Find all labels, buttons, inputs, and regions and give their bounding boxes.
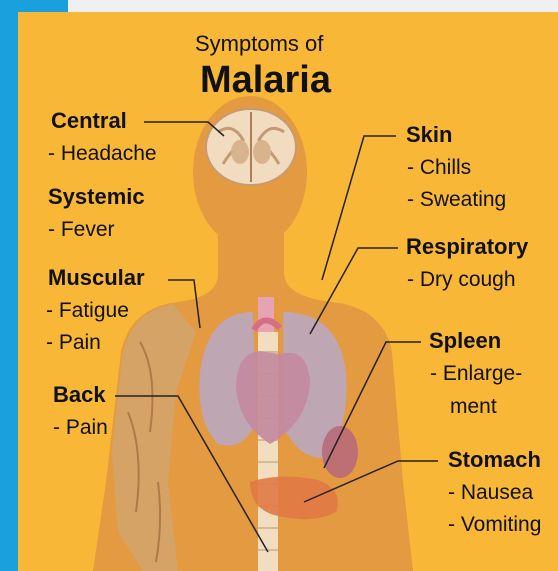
heading-systemic: Systemic <box>48 186 145 208</box>
item-spleen-2: ment <box>450 396 497 417</box>
heading-back: Back <box>53 384 106 406</box>
title-line-2: Malaria <box>200 61 331 99</box>
heading-muscular: Muscular <box>48 267 145 289</box>
brain-illustration <box>206 109 296 185</box>
item-spleen-1: - Enlarge- <box>430 363 522 384</box>
item-central-1: - Headache <box>48 143 157 164</box>
top-border <box>68 0 558 12</box>
frame-left-bar <box>0 0 18 571</box>
item-stomach-2: - Vomiting <box>448 514 541 535</box>
frame-top-bar <box>0 0 68 12</box>
diagram-panel: Symptoms of Malaria Central - Headache S… <box>18 12 558 571</box>
item-muscular-1: - Fatigue <box>46 300 129 321</box>
item-muscular-2: - Pain <box>46 332 101 353</box>
item-respiratory-1: - Dry cough <box>407 269 516 290</box>
trachea-illustration <box>258 297 274 332</box>
item-skin-1: - Chills <box>407 157 471 178</box>
heading-skin: Skin <box>406 124 452 146</box>
heading-central: Central <box>51 110 127 132</box>
item-skin-2: - Sweating <box>407 189 506 210</box>
heading-spleen: Spleen <box>429 330 501 352</box>
item-systemic-1: - Fever <box>48 219 115 240</box>
heading-stomach: Stomach <box>448 449 541 471</box>
heading-respiratory: Respiratory <box>406 236 528 258</box>
item-stomach-1: - Nausea <box>448 482 533 503</box>
title-line-1: Symptoms of <box>195 33 323 55</box>
item-back-1: - Pain <box>53 417 108 438</box>
